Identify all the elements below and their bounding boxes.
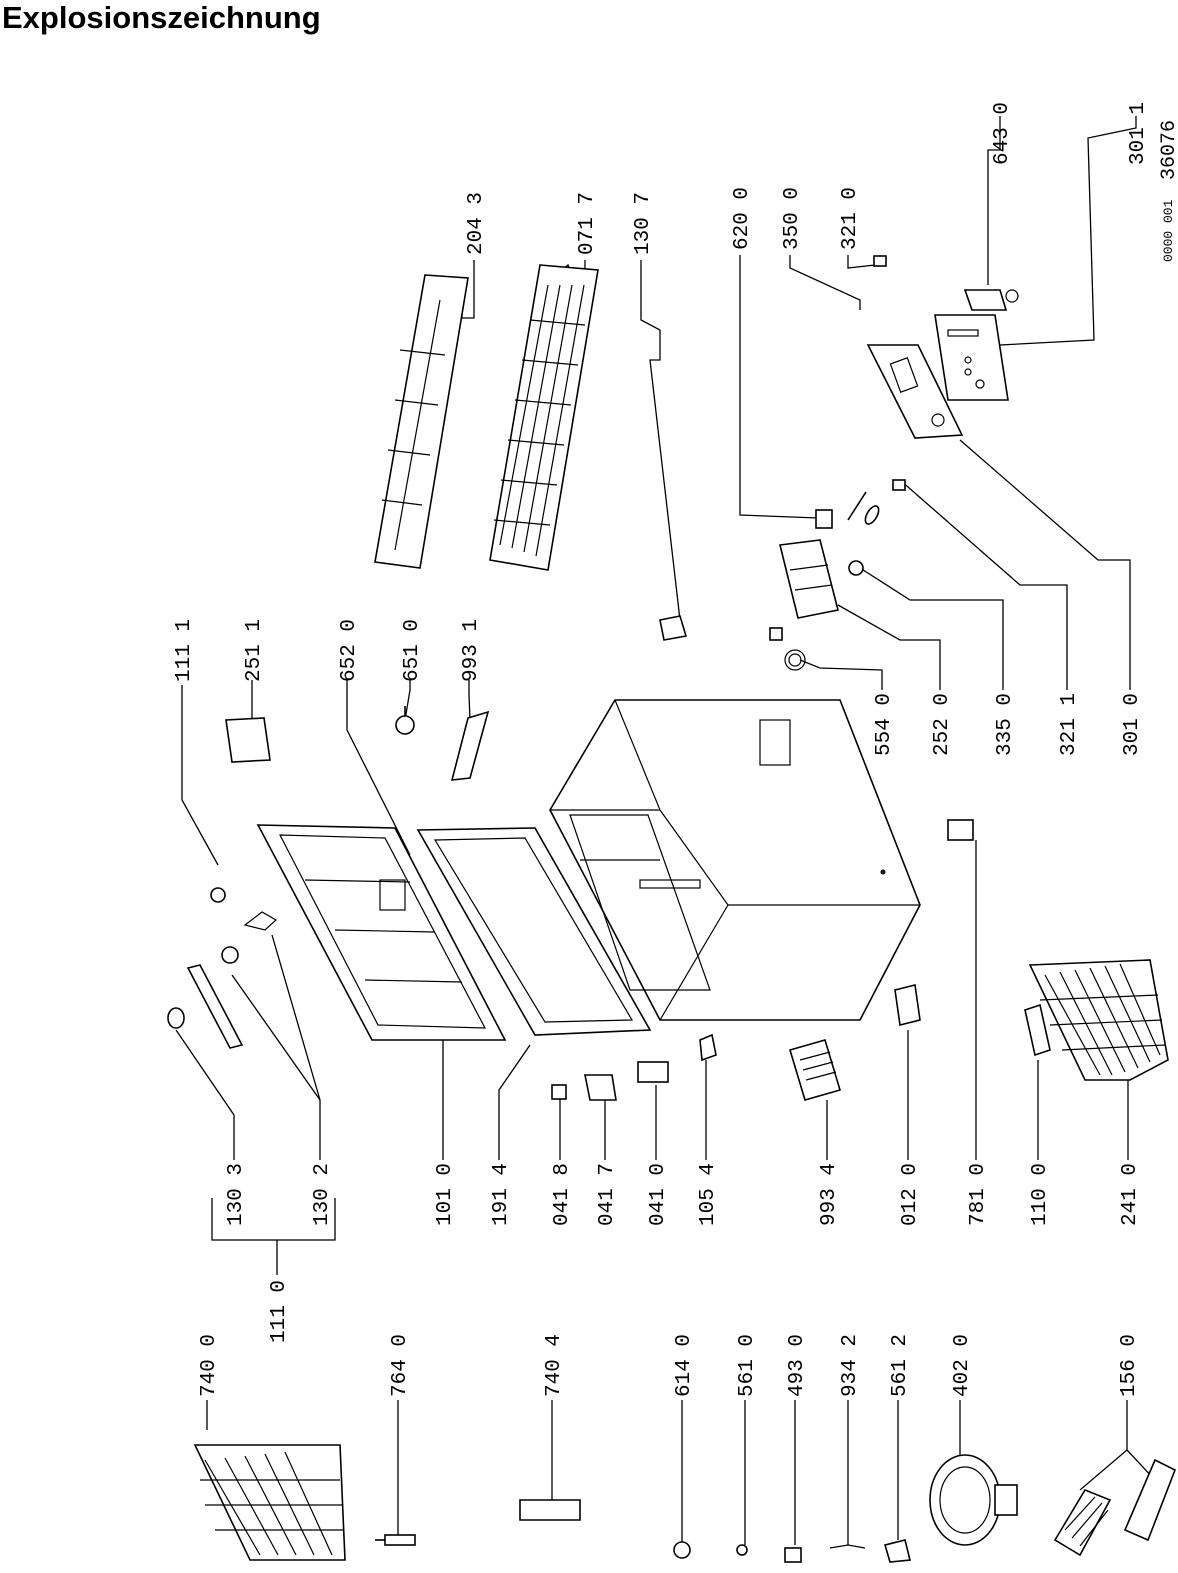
label-493-0: 493 0 (786, 1334, 809, 1397)
label-111-1: 111 1 (173, 619, 196, 682)
part-156-0 (1053, 1458, 1177, 1557)
label-614-0: 614 0 (673, 1334, 696, 1397)
part-301-1 (934, 314, 1009, 401)
label-041-8: 041 8 (551, 1163, 574, 1226)
label-993-4: 993 4 (818, 1163, 841, 1226)
part-740-4 (519, 1499, 581, 1521)
leader-lines (175, 116, 1156, 1545)
part-101-0 (256, 824, 507, 1041)
part-041-0 (637, 1061, 669, 1083)
label-156-0: 156 0 (1118, 1334, 1141, 1397)
part-130-2 (221, 911, 278, 964)
part-130-3 (167, 964, 244, 1049)
label-740-0: 740 0 (198, 1334, 221, 1397)
label-071-7: 071 7 (576, 192, 599, 255)
part-934-2 (829, 1544, 866, 1549)
label-561-2: 561 2 (889, 1334, 912, 1397)
part-652-0-cabinet (549, 699, 921, 1021)
label-321-1: 321 1 (1058, 693, 1081, 756)
label-402-0: 402 0 (951, 1334, 974, 1397)
label-993-1: 993 1 (460, 619, 483, 682)
label-740-4: 740 4 (543, 1334, 566, 1397)
part-493-0 (784, 1547, 802, 1563)
label-652-0: 652 0 (338, 619, 361, 682)
part-561-2 (883, 1539, 912, 1563)
label-764-0: 764 0 (389, 1334, 412, 1397)
part-012-0 (894, 984, 921, 1026)
label-620-0: 620 0 (731, 187, 754, 250)
part-335-0 (848, 560, 864, 576)
part-643-0 (963, 289, 1019, 311)
label-241-0: 241 0 (1119, 1163, 1142, 1226)
part-561-0 (736, 1544, 748, 1556)
label-554-0: 554 0 (873, 693, 896, 756)
part-614-0 (673, 1541, 691, 1559)
doc-number-group: 0000 001 36076 (1158, 120, 1178, 262)
part-105-4 (699, 1033, 717, 1062)
label-111-0: 111 0 (268, 1280, 291, 1343)
part-651-0 (395, 706, 415, 735)
label-041-0: 041 0 (647, 1163, 670, 1226)
part-041-7 (584, 1074, 617, 1101)
part-321-0 (873, 255, 887, 267)
part-252-0 (779, 539, 839, 619)
part-781-0 (947, 819, 974, 841)
label-204-3: 204 3 (465, 192, 488, 255)
label-251-1: 251 1 (243, 619, 266, 682)
doc-code: 36076 (1158, 120, 1178, 180)
label-130-7: 130 7 (632, 192, 655, 255)
label-321-0: 321 0 (839, 187, 862, 250)
label-101-0: 101 0 (434, 1163, 457, 1226)
part-041-8 (551, 1084, 567, 1100)
part-620-0 (815, 509, 833, 529)
label-130-2: 130 2 (311, 1163, 334, 1226)
part-993-4 (789, 1039, 841, 1101)
doc-number: 0000 001 (1161, 199, 1176, 262)
part-740-0 (193, 1444, 346, 1561)
part-111-1 (210, 887, 226, 903)
label-651-0: 651 0 (401, 619, 424, 682)
label-105-4: 105 4 (697, 1163, 720, 1226)
part-191-4 (416, 827, 652, 1036)
label-643-0: 643 0 (991, 102, 1014, 165)
part-764-0 (375, 1534, 416, 1546)
part-301-0 (866, 344, 964, 439)
part-labels: 301 1 643 0 204 3 071 7 130 7 620 0 350 … (173, 102, 1150, 1397)
part-554-0 (769, 627, 806, 671)
part-321-1 (892, 479, 906, 491)
part-251-1 (225, 717, 271, 763)
label-130-3: 130 3 (225, 1163, 248, 1226)
part-241-0 (1028, 959, 1169, 1081)
label-934-2: 934 2 (839, 1334, 862, 1397)
label-561-0: 561 0 (736, 1334, 759, 1397)
label-191-4: 191 4 (490, 1163, 513, 1226)
part-130-7 (659, 615, 688, 641)
part-071-7 (489, 264, 599, 571)
label-301-1: 301 1 (1127, 102, 1150, 165)
part-993-1 (450, 710, 490, 781)
label-335-0: 335 0 (994, 693, 1017, 756)
label-110-0: 110 0 (1029, 1163, 1052, 1226)
part-204-3 (374, 274, 469, 569)
label-350-0: 350 0 (781, 187, 804, 250)
label-012-0: 012 0 (899, 1163, 922, 1226)
part-drawings (167, 255, 1177, 1563)
part-350-0 (847, 491, 880, 525)
part-402-0-compressor (929, 1454, 1018, 1546)
label-781-0: 781 0 (967, 1163, 990, 1226)
page-title: Explosionszeichnung (2, 0, 321, 35)
part-110-0 (1024, 1003, 1051, 1057)
label-301-0: 301 0 (1121, 693, 1144, 756)
label-252-0: 252 0 (931, 693, 954, 756)
label-041-7: 041 7 (596, 1163, 619, 1226)
